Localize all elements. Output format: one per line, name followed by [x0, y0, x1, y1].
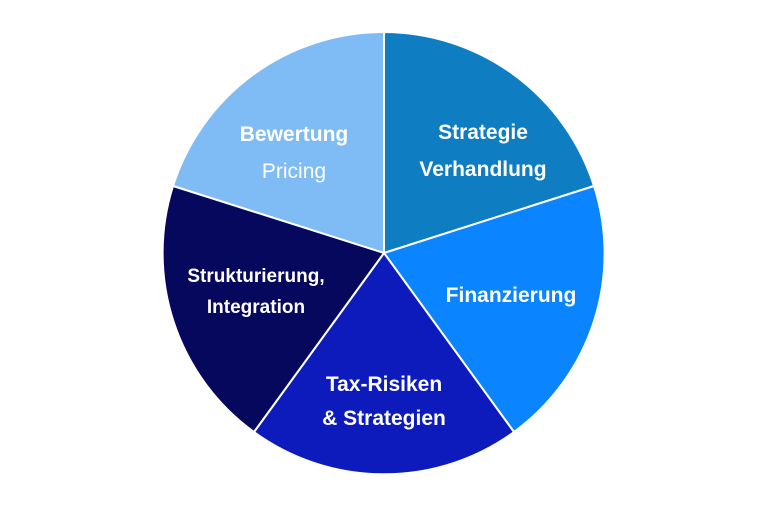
label-bewertung-line2: Pricing [262, 160, 326, 183]
segment-labels: Bewertung Pricing Strategie Verhandlung … [187, 121, 576, 430]
label-strategie-line1: Strategie [438, 121, 528, 144]
segment-strukturierung [161, 185, 385, 433]
label-strategie-line2: Verhandlung [419, 158, 546, 181]
segment-strategie [383, 31, 595, 254]
pie-segments [161, 30, 606, 476]
label-strukturierung-line2: Integration [207, 297, 305, 318]
segment-bewertung [172, 30, 385, 254]
label-tax-line1: Tax-Risiken [326, 373, 442, 396]
segment-tax [253, 252, 515, 476]
label-bewertung-line1: Bewertung [240, 123, 349, 146]
label-tax-line2: & Strategien [322, 407, 446, 430]
label-strukturierung-line1: Strukturierung, [187, 266, 324, 287]
segment-finanzierung [383, 185, 606, 433]
label-finanzierung: Finanzierung [446, 284, 577, 307]
